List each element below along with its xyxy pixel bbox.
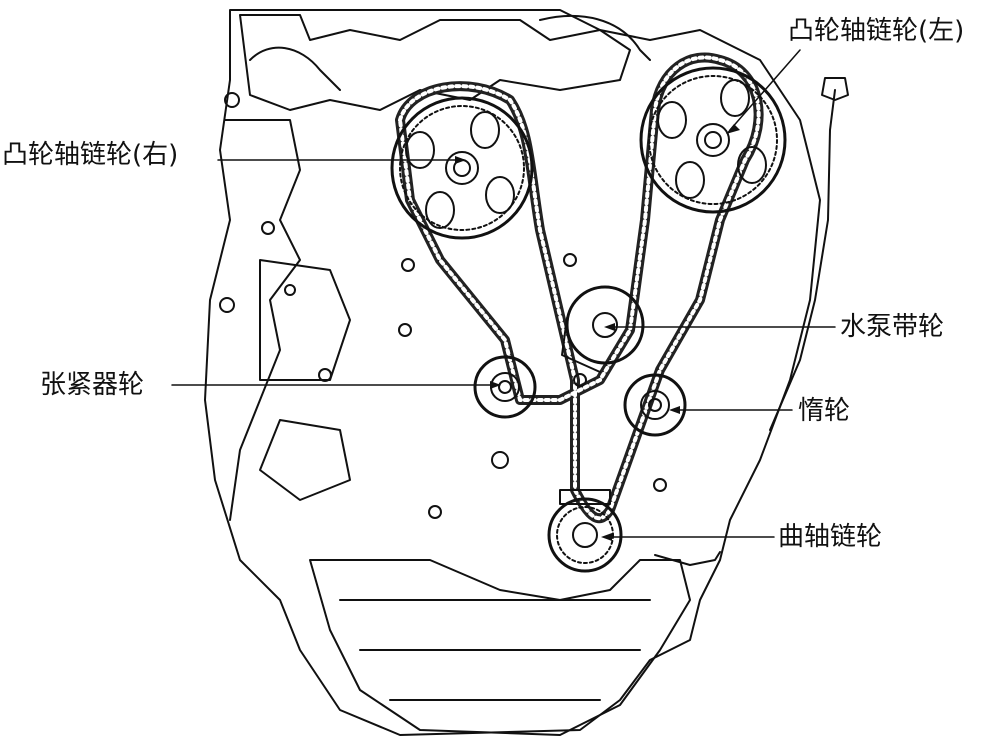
- hose-top-2: [249, 46, 341, 91]
- left-housing: [224, 119, 301, 521]
- label-water-pump-pulley: 水泵带轮: [840, 312, 945, 342]
- left-bracket: [259, 259, 351, 381]
- crank-sprocket: [547, 489, 623, 573]
- bolts: [219, 92, 667, 519]
- idler-pulley: [623, 373, 687, 437]
- hose-top: [539, 14, 651, 61]
- engine-block-outline: [204, 9, 821, 736]
- oil-pan: [309, 559, 691, 736]
- water-pump-pulley: [561, 285, 645, 373]
- dipstick: [769, 89, 836, 431]
- label-cam-sprocket-right: 凸轮轴链轮(右): [2, 140, 179, 170]
- cam-sprocket-right: [390, 96, 534, 240]
- dipstick-handle: [821, 77, 849, 101]
- label-idler-pulley: 惰轮: [798, 396, 851, 426]
- left-bracket-2: [259, 419, 351, 501]
- label-tensioner-pulley: 张紧器轮: [40, 370, 145, 400]
- tensioner-pulley: [473, 355, 537, 419]
- label-crank-sprocket: 曲轴链轮: [778, 522, 883, 552]
- leader-lines: [171, 49, 836, 538]
- cam-sprocket-left: [639, 66, 787, 214]
- sensor-wire: [654, 551, 721, 566]
- intake-manifold: [239, 14, 631, 111]
- label-cam-sprocket-left: 凸轮轴链轮(左): [788, 16, 965, 46]
- leader-arrowheads: [455, 124, 740, 541]
